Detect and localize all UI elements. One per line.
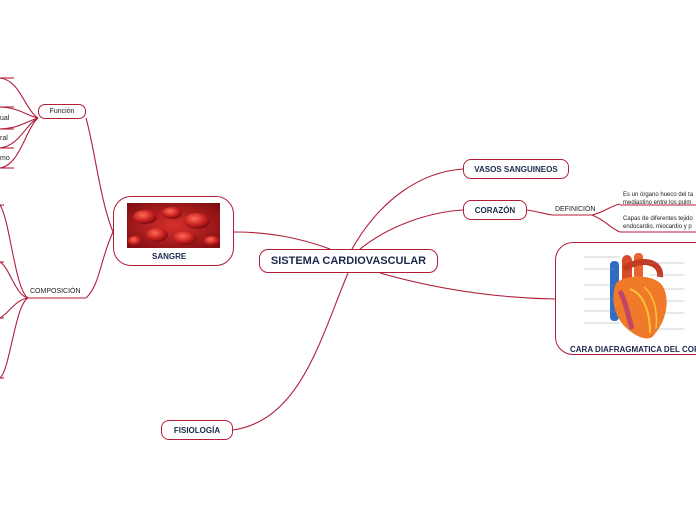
link-corazon bbox=[359, 209, 464, 250]
central-topic[interactable]: SISTEMA CARDIOVASCULAR bbox=[259, 249, 438, 273]
link-comp-3 bbox=[0, 297, 29, 379]
subtopic-funcion-label: Función bbox=[49, 108, 75, 115]
subtopic-funcion[interactable]: Función bbox=[38, 104, 86, 119]
subtopic-composicion[interactable]: COMPOSICIÓN bbox=[30, 288, 81, 295]
link-sangre bbox=[233, 231, 331, 250]
link-fn-3 bbox=[0, 117, 39, 149]
topic-corazon-label: CORAZÓN bbox=[474, 205, 516, 215]
funcion-child-1[interactable]: ual bbox=[0, 115, 10, 122]
link-comp-0 bbox=[0, 204, 29, 299]
link-fn-0 bbox=[0, 77, 39, 119]
link-def-2 bbox=[591, 214, 621, 233]
central-topic-label: SISTEMA CARDIOVASCULAR bbox=[270, 255, 427, 267]
link-comp-1 bbox=[0, 261, 29, 299]
link-funcion bbox=[85, 117, 114, 233]
definition-text-2: Capas de diferentes tejido endocardio, m… bbox=[623, 216, 693, 230]
topic-cara-diafragmatica[interactable]: CARA DIAFRAGMATICA DEL CORAZÓN bbox=[555, 242, 696, 355]
topic-vasos-label: VASOS SANGUINEOS bbox=[474, 164, 558, 174]
topic-cara-label: CARA DIAFRAGMATICA DEL CORAZÓN bbox=[570, 345, 696, 354]
link-fn-4 bbox=[0, 117, 39, 169]
link-comp-2 bbox=[0, 297, 29, 319]
topic-fisiologia-label: FISIOLOGÍA bbox=[173, 425, 221, 435]
topic-sangre-label: SANGRE bbox=[152, 252, 187, 261]
topic-fisiologia[interactable]: FISIOLOGÍA bbox=[161, 420, 233, 440]
link-vasos bbox=[351, 168, 464, 250]
link-def-1 bbox=[591, 203, 621, 216]
link-cara bbox=[379, 272, 556, 300]
funcion-child-3[interactable]: mo bbox=[0, 155, 10, 162]
topic-corazon[interactable]: CORAZÓN bbox=[463, 200, 527, 220]
topic-sangre[interactable]: SANGRE bbox=[113, 196, 234, 266]
definition-text-1: Es un órgano hueco del ta mediastino ent… bbox=[623, 192, 694, 206]
subtopic-definicion[interactable]: DEFINICIÓN bbox=[555, 206, 596, 213]
funcion-child-2[interactable]: ral bbox=[0, 135, 8, 142]
blood-cells-image bbox=[127, 203, 220, 248]
heart-diagram-image bbox=[584, 253, 684, 339]
link-definicion bbox=[526, 209, 553, 216]
link-fisiologia bbox=[232, 272, 349, 431]
topic-vasos-sanguineos[interactable]: VASOS SANGUINEOS bbox=[463, 159, 569, 179]
link-composicion bbox=[85, 231, 114, 299]
